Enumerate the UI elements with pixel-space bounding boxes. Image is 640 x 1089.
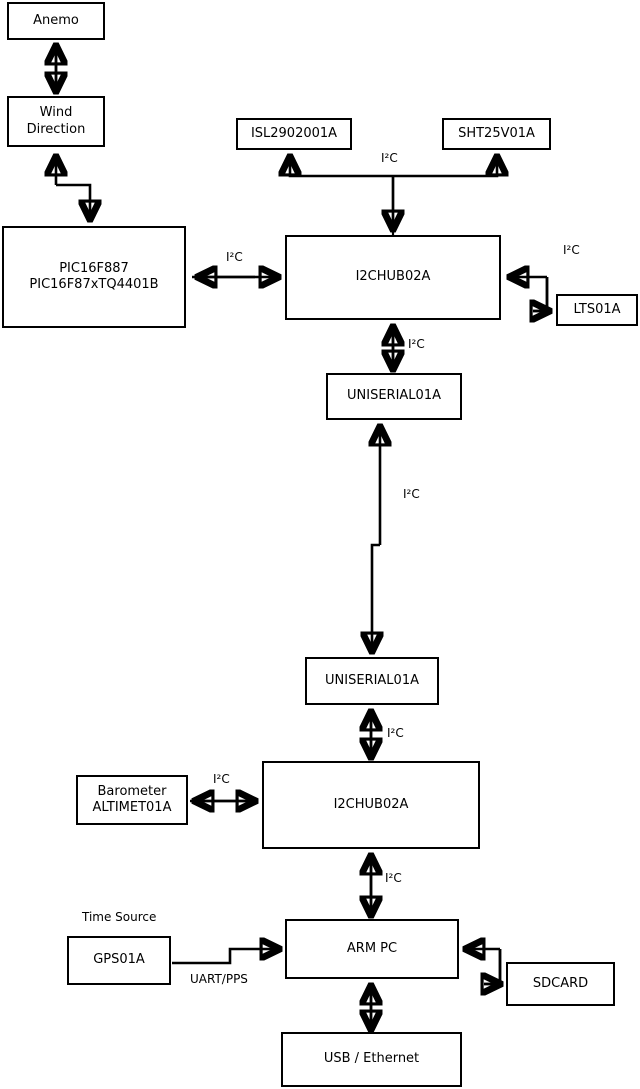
block-sht25v01a[interactable]: SHT25V01A (442, 118, 551, 150)
block-gps01a[interactable]: GPS01A (67, 936, 171, 985)
block-isl2902001a[interactable]: ISL2902001A (236, 118, 352, 150)
block-anemo[interactable]: Anemo (7, 2, 105, 40)
edge-label-i2c-sensor-bus: I²C (381, 151, 398, 165)
edge-label-i2c-uniserial-link: I²C (403, 487, 420, 501)
block-uniserial01a-bottom[interactable]: UNISERIAL01A (305, 657, 439, 705)
wire-armpc-sdcard (467, 949, 500, 984)
block-wind-direction[interactable]: Wind Direction (7, 96, 105, 147)
block-lts01a[interactable]: LTS01A (556, 294, 638, 326)
block-sdcard[interactable]: SDCARD (506, 962, 615, 1006)
wire-sensor-bus (290, 158, 497, 235)
annotation-time-source: Time Source (82, 910, 157, 924)
block-arm-pc[interactable]: ARM PC (285, 919, 459, 979)
edge-label-i2c-hub-lts: I²C (563, 243, 580, 257)
edge-label-i2c-barometer-hub: I²C (213, 772, 230, 786)
block-i2chub02a-top[interactable]: I2CHUB02A (285, 235, 501, 320)
edge-label-i2c-hub-uniserial: I²C (408, 337, 425, 351)
wire-uniserial-link (372, 428, 380, 650)
edge-label-i2c-hub-armpc: I²C (385, 871, 402, 885)
edge-label-i2c-pic-hub: I²C (226, 250, 243, 264)
block-uniserial01a-top[interactable]: UNISERIAL01A (326, 373, 462, 420)
edge-label-i2c-uniserial-hub-bottom: I²C (387, 726, 404, 740)
wire-winddirection-pic (56, 158, 90, 218)
wire-gps-armpc (172, 949, 278, 965)
block-usb-ethernet[interactable]: USB / Ethernet (281, 1032, 462, 1087)
block-pic-microcontroller[interactable]: PIC16F887 PIC16F87xTQ4401B (2, 226, 186, 328)
wire-hub-lts (511, 277, 548, 311)
edge-label-uart-pps: UART/PPS (190, 972, 248, 986)
block-barometer-altimet01a[interactable]: Barometer ALTIMET01A (76, 775, 188, 825)
block-i2chub02a-bottom[interactable]: I2CHUB02A (262, 761, 480, 849)
